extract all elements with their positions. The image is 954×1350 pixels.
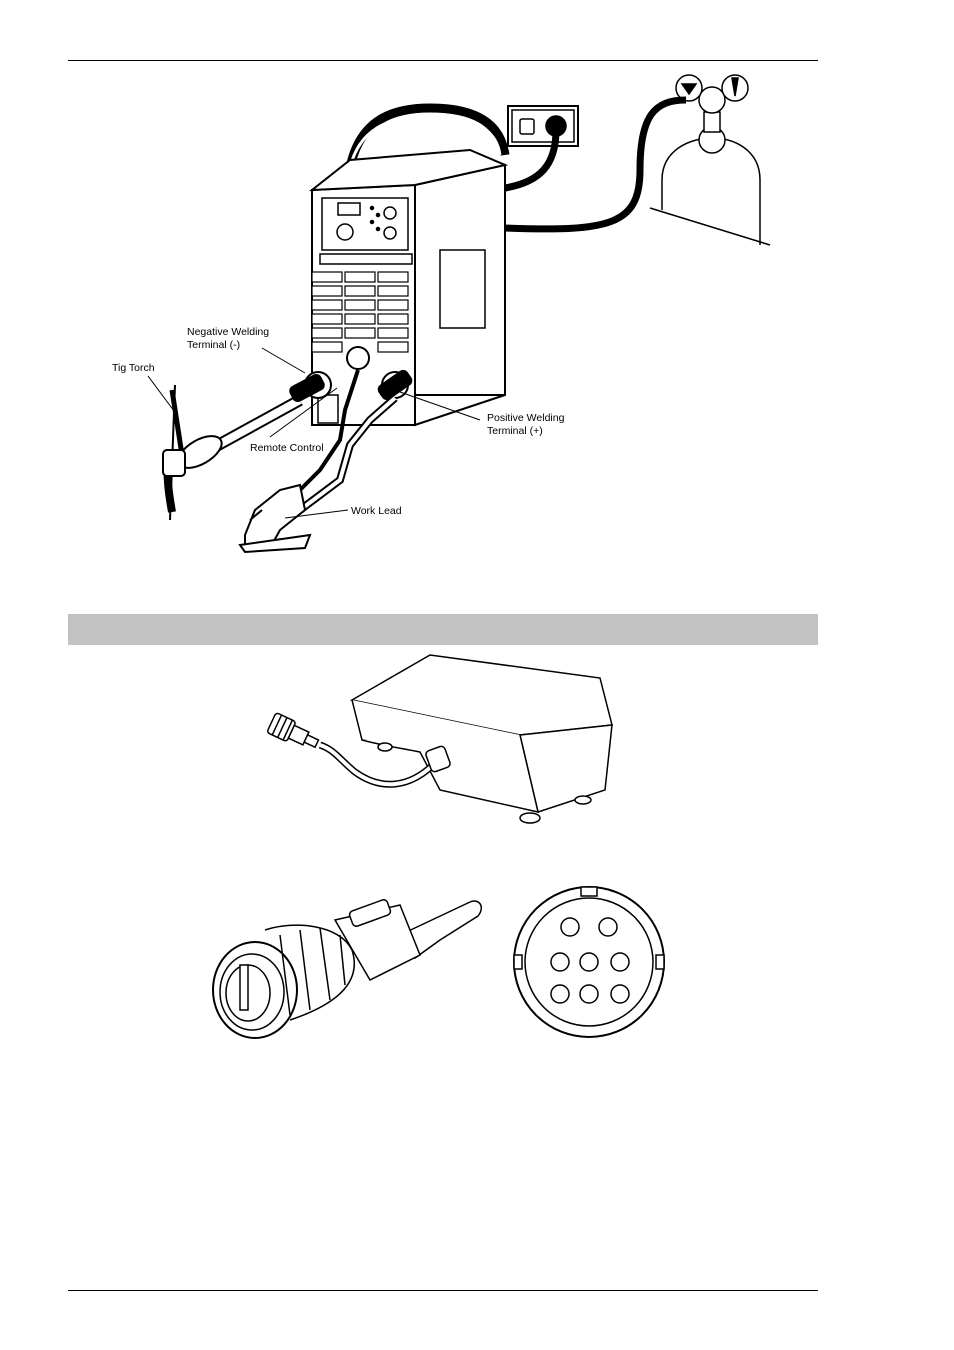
work-lead-label: Work Lead (351, 505, 402, 517)
pin-3 (551, 953, 569, 971)
power-outlet-icon (508, 106, 578, 146)
pin-4 (580, 953, 598, 971)
remote-plug-side-icon (213, 899, 481, 1038)
positive-terminal-label-line2: Terminal (+) (487, 425, 543, 437)
pin-7 (580, 985, 598, 1003)
pedal-connector-icon (267, 712, 322, 753)
welder-setup-illustration (148, 75, 770, 552)
tig-torch-icon (163, 385, 227, 520)
remote-plug-pinout-icon (514, 887, 664, 1037)
negative-terminal-label-line1: Negative Welding (187, 326, 269, 338)
foot-pedal-illustration (267, 655, 612, 823)
work-clamp-icon (240, 485, 310, 552)
remote-socket (347, 347, 369, 369)
pin-6 (551, 985, 569, 1003)
pin-1 (561, 918, 579, 936)
pin-2 (599, 918, 617, 936)
pin-8 (611, 985, 629, 1003)
positive-terminal-label-line1: Positive Welding (487, 412, 565, 424)
negative-terminal-label-line2: Terminal (-) (187, 339, 240, 351)
pin-5 (611, 953, 629, 971)
tig-torch-label: Tig Torch (112, 362, 155, 374)
remote-control-label: Remote Control (250, 442, 324, 454)
